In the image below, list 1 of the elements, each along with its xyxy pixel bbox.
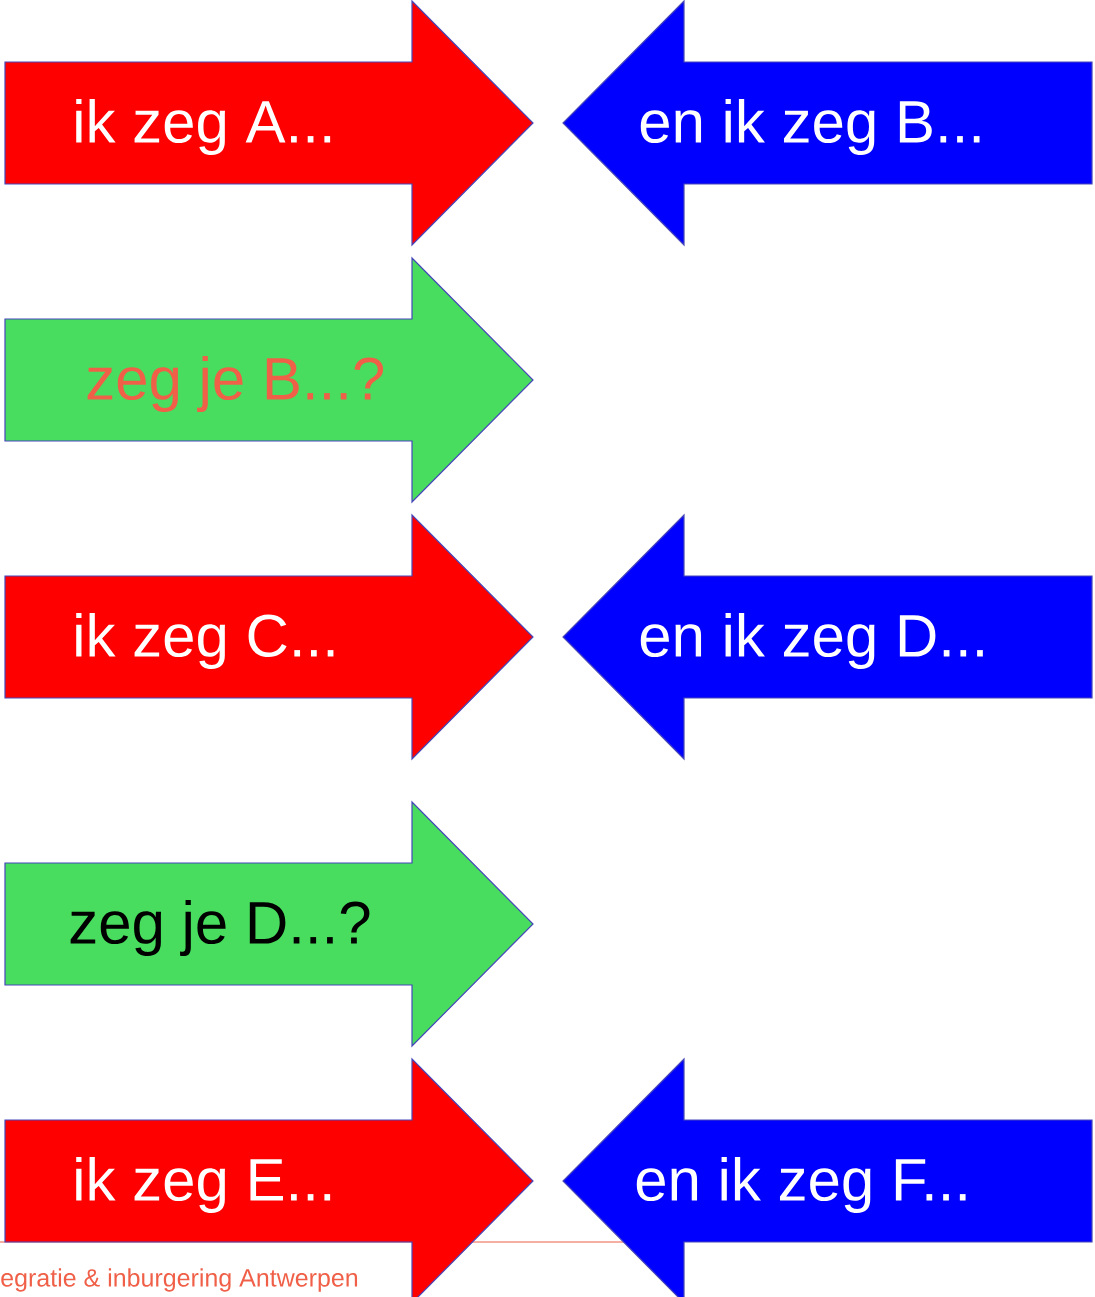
footer-text: egratie & inburgering Antwerpen (1, 1268, 358, 1292)
